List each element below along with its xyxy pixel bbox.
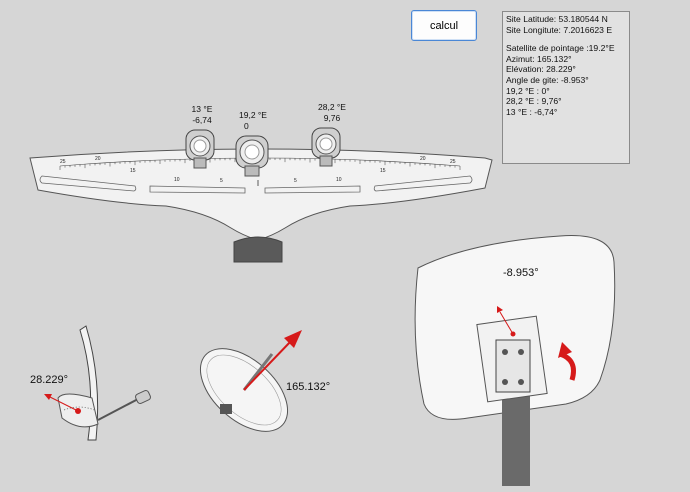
lnb-13e-icon	[185, 129, 215, 169]
offset-row: 28,2 °E : 9,76°	[506, 96, 562, 107]
scale-tick-label: 5	[294, 178, 297, 184]
scale-tick-label: 20	[95, 156, 101, 162]
azimuth-label: 165.132°	[286, 381, 331, 393]
scale-tick-label: 5	[220, 178, 223, 184]
satellite-28e: 28,2 °E 9,76	[314, 102, 350, 123]
results-panel: Site Latitude: 53.180544 N Site Longitut…	[502, 11, 630, 164]
offset-row: 13 °E : -6,74°	[506, 106, 558, 117]
azimuth-dish-icon	[199, 330, 302, 432]
satellite-offset: 9,76	[323, 112, 341, 123]
curved-arrow-icon	[558, 342, 576, 381]
satellite-name: 28,2 °E	[318, 102, 346, 112]
skew-label: -8.953°	[503, 267, 539, 279]
calcul-button[interactable]: calcul	[411, 10, 477, 41]
azimut-value: Azimut: 165.132°	[506, 53, 572, 64]
satellite-name: 19,2 °E	[239, 110, 267, 120]
satellite-19e: 19,2 °E 0	[237, 110, 269, 131]
site-longitude: Site Longitute: 7.2016623 E	[506, 24, 613, 35]
scale-tick-label: 15	[130, 168, 136, 174]
satellite-13e: 13 °E -6,74	[186, 104, 218, 125]
skew-dish-icon	[414, 235, 616, 486]
lnb-19e-icon	[235, 135, 269, 177]
elevation-value: Elévation: 28.229°	[506, 64, 576, 75]
elevation-dish-icon	[44, 325, 151, 441]
site-latitude: Site Latitude: 53.180544 N	[506, 14, 608, 24]
scale-tick-label: 15	[380, 168, 386, 174]
scale-tick-label: 10	[336, 177, 342, 183]
offset-row: 19,2 °E : 0°	[506, 85, 550, 96]
elevation-label: 28.229°	[30, 374, 69, 386]
scale-tick-label: 20	[420, 156, 426, 162]
scale-tick-label: 25	[60, 159, 66, 165]
lnb-28e-icon	[311, 127, 341, 167]
satellite-name: 13 °E	[191, 104, 213, 114]
satellite-offset: 0	[244, 120, 249, 131]
scale-tick-label: 25	[450, 159, 456, 165]
target-satellite: Satellite de pointage :19.2°E	[506, 43, 615, 54]
satellite-offset: -6,74	[192, 114, 212, 125]
scale-tick-label: 10	[174, 177, 180, 183]
skew-value: Angle de gite: -8.953°	[506, 74, 589, 85]
